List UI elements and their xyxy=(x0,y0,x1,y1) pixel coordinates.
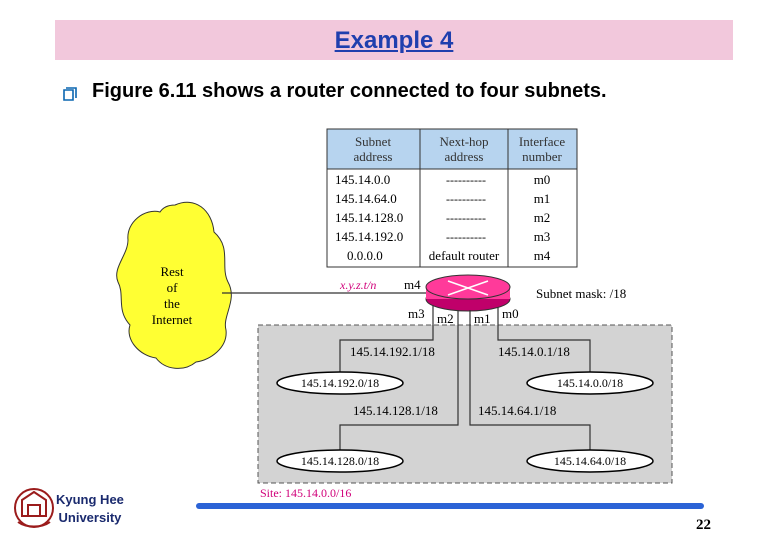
net-top-right: 145.14.0.0/18 xyxy=(557,376,623,390)
table-cell: ---------- xyxy=(446,192,486,206)
lan-bottom-right xyxy=(526,449,654,473)
table-cell: 145.14.192.0 xyxy=(335,229,403,244)
link-m0 xyxy=(497,327,591,374)
university-name: Kyung Hee University xyxy=(56,491,124,527)
footer-line xyxy=(196,503,704,509)
table-cell: m2 xyxy=(534,210,551,225)
router-m0-label: m0 xyxy=(502,306,519,321)
ip-bottom-right: 145.14.64.1/18 xyxy=(478,403,556,418)
university-logo-icon xyxy=(14,488,54,528)
header-nexthop-2: address xyxy=(445,149,484,164)
table-cell: m1 xyxy=(534,191,551,206)
bullet-text: Figure 6.11 shows a router connected to … xyxy=(92,80,607,102)
net-top-left: 145.14.192.0/18 xyxy=(301,376,379,390)
ip-bottom-left: 145.14.128.1/18 xyxy=(353,403,438,418)
cloud-label-3: the xyxy=(164,296,180,311)
table-body-bg xyxy=(326,168,578,268)
slide-title: Example 4 xyxy=(334,27,454,54)
site-label: Site: 145.14.0.0/16 xyxy=(260,486,351,500)
checkbox-bullet-icon xyxy=(63,87,77,101)
university-line-1: Kyung Hee xyxy=(56,492,124,507)
router-m4-label: m4 xyxy=(404,277,421,292)
header-interface-2: number xyxy=(522,149,562,164)
header-subnet-1: Subnet xyxy=(355,134,392,149)
subnet-mask-label: Subnet mask: /18 xyxy=(536,286,626,301)
table-cell: 145.14.128.0 xyxy=(335,210,403,225)
cloud-label-4: Internet xyxy=(152,312,193,327)
cloud-label-2: of xyxy=(167,280,179,295)
router-m1-label: m1 xyxy=(474,311,491,326)
header-subnet-2: address xyxy=(354,149,393,164)
internet-cloud xyxy=(116,201,232,369)
cloud-label-1: Rest xyxy=(160,264,184,279)
table-cell: m3 xyxy=(534,229,551,244)
table-cell: m0 xyxy=(534,172,551,187)
header-interface-1: Interface xyxy=(519,134,565,149)
router-xyz-label: x.y.z.t/n xyxy=(339,278,376,292)
router-m3-label: m3 xyxy=(408,306,425,321)
router-icon xyxy=(425,274,511,312)
routing-table: Subnet address Next-hop address Interfac… xyxy=(326,128,578,268)
lan-bottom-left xyxy=(276,449,404,473)
link-m2 xyxy=(339,327,459,452)
lan-top-left xyxy=(276,371,404,395)
header-nexthop-1: Next-hop xyxy=(439,134,488,149)
page-number: 22 xyxy=(696,517,711,533)
table-cell: ---------- xyxy=(446,173,486,187)
ip-top-right: 145.14.0.1/18 xyxy=(498,344,570,359)
title-bar: Example 4 xyxy=(55,20,733,60)
link-m1 xyxy=(469,327,591,452)
table-cell: default router xyxy=(429,248,500,263)
net-bottom-left: 145.14.128.0/18 xyxy=(301,454,379,468)
table-cell: ---------- xyxy=(446,230,486,244)
table-cell: 145.14.64.0 xyxy=(335,191,397,206)
table-cell: 145.14.0.0 xyxy=(335,172,390,187)
lan-top-right xyxy=(526,371,654,395)
table-cell: m4 xyxy=(534,248,551,263)
router-m2-label: m2 xyxy=(437,311,454,326)
table-cell: 0.0.0.0 xyxy=(347,248,383,263)
table-cell: ---------- xyxy=(446,211,486,225)
university-line-2: University xyxy=(58,510,122,525)
ip-top-left: 145.14.192.1/18 xyxy=(350,344,435,359)
link-m3 xyxy=(339,327,434,374)
table-header-bg xyxy=(326,128,578,170)
net-bottom-right: 145.14.64.0/18 xyxy=(554,454,626,468)
